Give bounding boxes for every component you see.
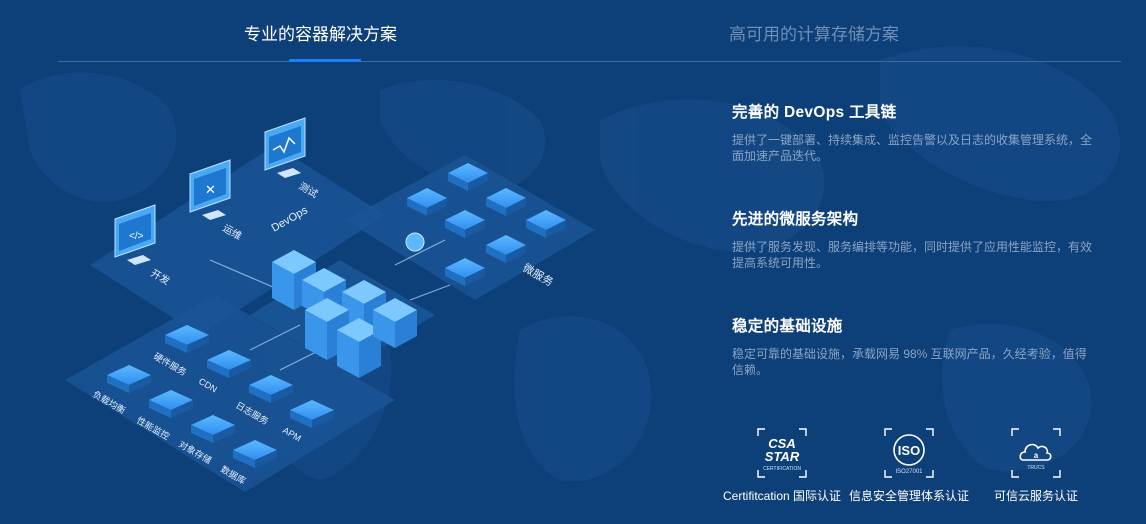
infra-tiles — [107, 325, 334, 468]
svg-text:CSA: CSA — [768, 436, 795, 451]
feature-infrastructure: 稳定的基础设施 稳定可靠的基础设施，承载网易 98% 互联网产品，久经考验，值得… — [732, 314, 1092, 378]
connector-line — [394, 239, 446, 266]
architecture-diagram: </> ✕ 开发 运维 测试 DevOps — [65, 117, 595, 492]
feature-title: 完善的 DevOps 工具链 — [732, 104, 897, 121]
tab-container-solution[interactable]: 专业的容器解决方案 — [244, 25, 397, 44]
svg-text:STAR: STAR — [765, 449, 800, 464]
feature-title: 稳定的基础设施 — [732, 318, 843, 335]
feature-title: 先进的微服务架构 — [732, 211, 859, 228]
connector-line — [409, 284, 451, 301]
csa-star-badge-icon: CSA STAR CERTIFICATION — [757, 428, 807, 478]
svg-text:TRUCS: TRUCS — [1027, 465, 1045, 471]
cert-label: Certifitcation 国际认证 — [722, 489, 842, 503]
microservice-tiles — [405, 163, 566, 286]
svg-text:CERTIFICATION: CERTIFICATION — [763, 466, 801, 472]
svg-text:</>: </> — [129, 231, 144, 242]
dev-monitor-icon: </> — [114, 204, 156, 265]
microservice-group-label: 微服务 — [521, 260, 557, 289]
devops-platform — [90, 145, 385, 335]
ops-monitor-icon: ✕ — [189, 159, 231, 220]
infra-platform — [65, 295, 395, 492]
svg-text:✕: ✕ — [205, 182, 216, 197]
tab-bar: 专业的容器解决方案 高可用的计算存储方案 — [0, 0, 1146, 62]
connector-line — [209, 259, 281, 291]
feature-description: 提供了服务发现、服务编排等功能，同时提供了应用性能监控，有效提高系统可用性。 — [732, 240, 1093, 270]
svg-text:ISO: ISO — [898, 443, 920, 458]
trusted-cloud-badge-icon: a TRUCS — [1011, 428, 1061, 478]
feature-description: 稳定可靠的基础设施，承载网易 98% 互联网产品，久经考验，值得信赖。 — [732, 347, 1087, 377]
tab-divider — [58, 61, 1121, 62]
feature-devops: 完善的 DevOps 工具链 提供了一键部署、持续集成、监控告警以及日志的收集管… — [732, 100, 1092, 164]
cert-trusted-cloud: a TRUCS 可信云服务认证 — [976, 428, 1096, 504]
svg-text:ISO27001: ISO27001 — [895, 469, 923, 475]
feature-description: 提供了一键部署、持续集成、监控告警以及日志的收集管理系统，全面加速产品迭代。 — [732, 133, 1093, 163]
test-monitor-icon — [264, 117, 306, 178]
active-tab-indicator — [289, 59, 361, 62]
feature-microservice: 先进的微服务架构 提供了服务发现、服务编排等功能，同时提供了应用性能监控，有效提… — [732, 207, 1092, 271]
tab-compute-storage-solution[interactable]: 高可用的计算存储方案 — [729, 25, 899, 44]
cert-iso: ISO ISO27001 信息安全管理体系认证 — [849, 428, 969, 504]
svg-text:a: a — [1034, 451, 1039, 460]
cert-label: 可信云服务认证 — [993, 489, 1078, 503]
core-service-cubes — [272, 250, 417, 378]
connector-line — [249, 324, 301, 351]
cert-csa-star: CSA STAR CERTIFICATION Certifitcation 国际… — [722, 428, 842, 504]
cert-label: 信息安全管理体系认证 — [849, 489, 970, 503]
iso-badge-icon: ISO ISO27001 — [884, 428, 934, 478]
